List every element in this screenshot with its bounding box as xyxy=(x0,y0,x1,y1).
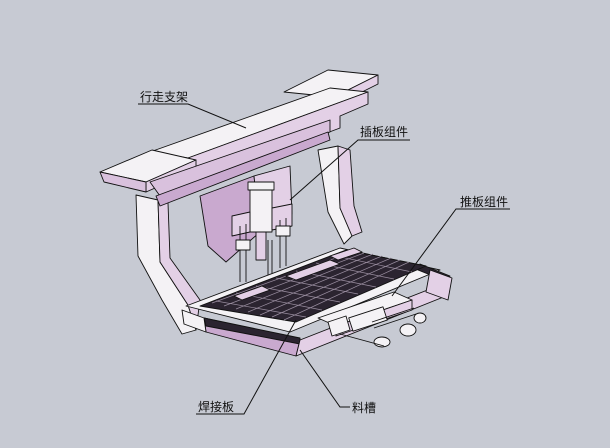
leader-lines xyxy=(138,103,510,415)
plug-assembly xyxy=(231,181,293,282)
frame-left-leg xyxy=(135,194,201,335)
label-trough: 料槽 xyxy=(352,401,376,415)
label-welding-plate: 焊接板 xyxy=(198,399,234,414)
label-push-assembly: 推板组件 xyxy=(460,195,508,209)
label-walking-support: 行走支架 xyxy=(140,90,188,104)
label-plug-assembly: 插板组件 xyxy=(360,125,408,139)
walking-support-beam xyxy=(99,69,379,207)
welding-plate-grid xyxy=(199,247,427,323)
frame-right-leg xyxy=(317,145,363,245)
push-assembly xyxy=(317,291,427,348)
